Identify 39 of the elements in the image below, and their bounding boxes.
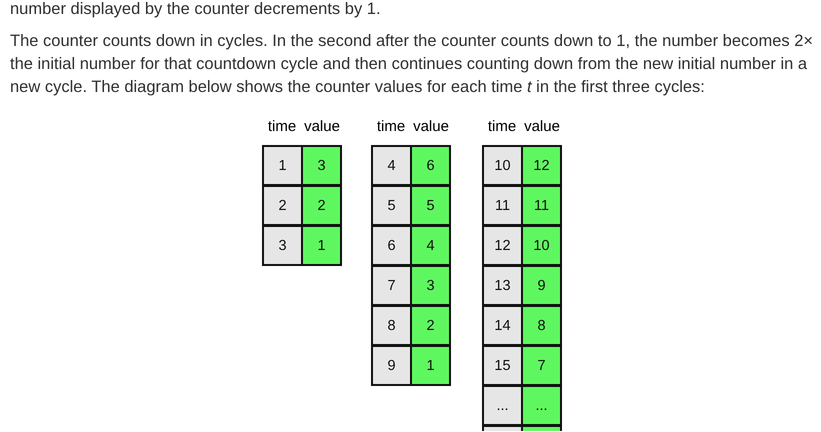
table-cell: 3 [410,265,451,306]
table-cell: 3 [262,225,303,266]
table-cell: 14 [482,305,523,346]
column-header: value [412,118,450,135]
table-cell: 7 [371,265,412,306]
table-cell: 1 [262,145,303,186]
table-cell: 9 [521,265,562,306]
table-cell: 1 [301,225,342,266]
table-cell: 12 [482,225,523,266]
table-cell: 7 [521,345,562,386]
column-header: time [266,118,298,135]
table-cell: 5 [410,185,451,226]
table-cell: 6 [410,145,451,186]
table-cell: 12 [521,145,562,186]
table-cell: 9 [371,345,412,386]
table-cell: 2 [410,305,451,346]
table-cell: 8 [521,305,562,346]
table-cell: ... [482,385,523,426]
table-cell: 4 [371,145,412,186]
table-cell: 1 [410,345,451,386]
table-cell: 4 [410,225,451,266]
table-cell: 8 [371,305,412,346]
table-cell: 15 [482,345,523,386]
table-cell: 13 [482,265,523,306]
paragraph: number displayed by the counter decrements by 1. [10,0,382,20]
table-cell: 10 [521,225,562,266]
column-header: value [523,118,561,135]
table-cell: 2 [301,185,342,226]
table-cell: 10 [482,145,523,186]
column-header: time [376,118,406,135]
table-cell: 6 [371,225,412,266]
table-cell: 5 [371,185,412,226]
column-header: value [303,118,341,135]
table-cell: 11 [482,185,523,226]
table-cell: ... [521,385,562,426]
column-header: time [486,118,518,135]
table-cell: 2 [262,185,303,226]
table-cell: 11 [521,185,562,226]
table-cell: 3 [301,145,342,186]
